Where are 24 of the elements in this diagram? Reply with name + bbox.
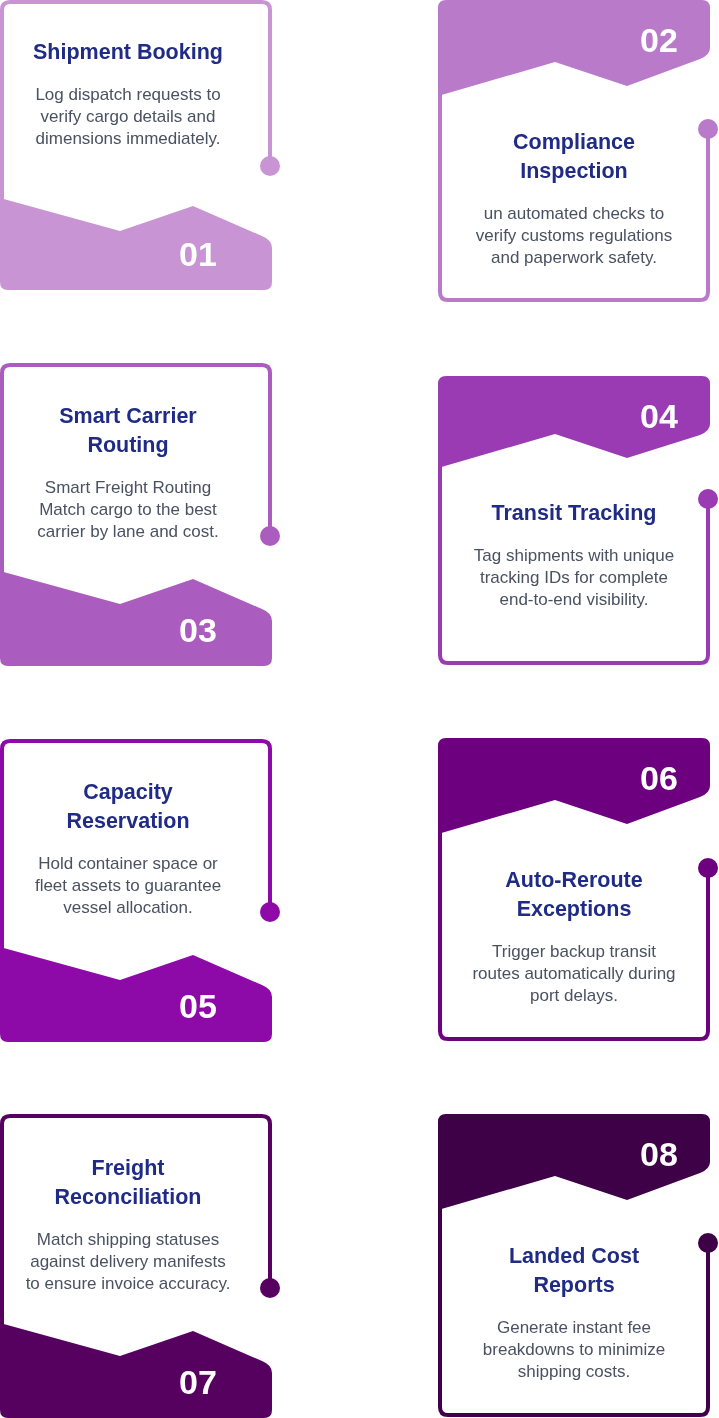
step-title: Landed Cost Reports [507,1243,641,1299]
step-description: Match shipping statuses against delivery manifests to ensure invoice accuracy. [24,1229,232,1295]
step-description: Smart Freight Routing Match cargo to the best carrier by lane and cost. [36,477,220,543]
step-title: Shipment Booking [33,39,223,66]
step-description: Trigger backup transit routes automatically during port delays. [471,941,677,1007]
step-number: 08 [640,1135,678,1173]
step-number: 05 [179,987,217,1025]
step-title: Capacity Reservation [65,779,191,835]
step-number: 06 [640,759,678,797]
step-number: 07 [179,1363,217,1401]
step-number: 04 [640,397,678,435]
step-description: Log dispatch requests to verify cargo details and dimensions immediately. [34,84,222,150]
step-title: Transit Tracking [491,500,657,527]
step-title: Freight Reconciliation [53,1155,203,1211]
step-description: Tag shipments with unique tracking IDs for complete end-to-end visibility. [472,545,676,611]
step-title: Smart Carrier Routing [58,403,198,459]
step-title: Compliance Inspection [512,129,636,185]
step-number: 03 [179,611,217,649]
step-number: 01 [179,235,217,273]
step-description: Generate instant fee breakdowns to minimize shipping costs. [481,1317,667,1383]
step-description: Hold container space or fleet assets to guarantee vessel allocation. [33,853,223,919]
step-title: Auto-Reroute Exceptions [504,867,644,923]
step-description: un automated checks to verify customs regulations and paperwork safety. [474,203,674,269]
step-number: 02 [640,21,678,59]
